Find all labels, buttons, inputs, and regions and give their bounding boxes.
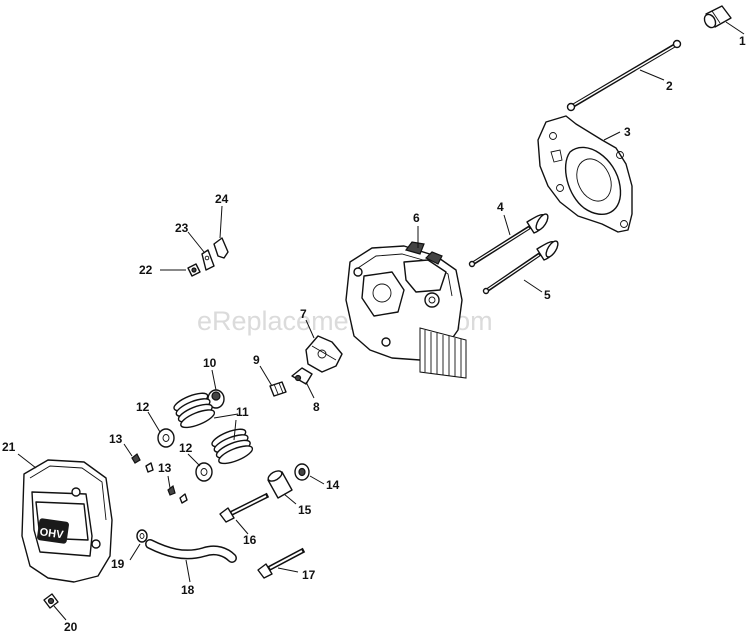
callout-14: 14 <box>326 478 340 492</box>
callout-15: 15 <box>298 503 312 517</box>
part-17-bolt[interactable] <box>257 547 306 579</box>
leader-lines <box>17 21 745 621</box>
callout-6: 6 <box>413 211 420 225</box>
callout-19: 19 <box>111 557 125 571</box>
callout-13b: 13 <box>158 461 172 475</box>
callout-9: 9 <box>253 353 260 367</box>
callout-labels: 1 2 3 4 5 6 7 8 9 10 11 12 12 13 13 14 1… <box>2 34 746 634</box>
part-6-cylinder-head[interactable] <box>345 241 467 379</box>
part-19-clamp[interactable] <box>136 529 148 543</box>
part-11-valve-spring[interactable] <box>172 390 255 467</box>
part-13-valve-keeper[interactable] <box>131 453 188 504</box>
callout-24: 24 <box>215 192 229 206</box>
callout-22: 22 <box>139 263 153 277</box>
callout-12b: 12 <box>179 441 193 455</box>
callout-3: 3 <box>624 125 631 139</box>
part-21-valve-cover[interactable]: OHV <box>21 459 113 583</box>
callout-16: 16 <box>243 533 257 547</box>
part-24-clip[interactable] <box>213 237 229 259</box>
part-5-valve[interactable] <box>482 239 561 295</box>
part-4-valve[interactable] <box>468 212 551 268</box>
callout-20: 20 <box>64 620 78 634</box>
callout-8: 8 <box>313 400 320 414</box>
callout-10: 10 <box>203 356 217 370</box>
part-23-bracket[interactable] <box>201 249 215 271</box>
callout-18: 18 <box>181 583 195 597</box>
part-9-stud[interactable] <box>269 381 287 397</box>
part-22-screw[interactable] <box>187 263 201 277</box>
part-16-bolt[interactable] <box>219 492 270 523</box>
ohv-badge-text: OHV <box>39 526 65 541</box>
part-1-tappet[interactable] <box>702 5 732 30</box>
part-20-screw[interactable] <box>43 593 59 609</box>
part-15-spacer[interactable] <box>267 469 293 499</box>
callout-1: 1 <box>739 34 746 48</box>
callout-7: 7 <box>300 307 307 321</box>
callout-17: 17 <box>302 568 316 582</box>
callout-5: 5 <box>544 288 551 302</box>
callout-23: 23 <box>175 221 189 235</box>
part-2-push-rod[interactable] <box>566 39 682 112</box>
part-3-head-gasket[interactable] <box>537 115 633 233</box>
callout-12a: 12 <box>136 400 150 414</box>
callout-13a: 13 <box>109 432 123 446</box>
part-7-rocker-arm[interactable] <box>305 335 343 373</box>
part-18-breather-tube[interactable] <box>145 539 237 563</box>
part-12-spring-retainer[interactable] <box>157 428 213 482</box>
callout-2: 2 <box>666 79 673 93</box>
callout-4: 4 <box>497 200 504 214</box>
part-8-pivot[interactable] <box>291 367 313 385</box>
callout-11: 11 <box>236 405 249 419</box>
callout-21: 21 <box>2 440 16 454</box>
part-14-nut[interactable] <box>294 463 310 481</box>
